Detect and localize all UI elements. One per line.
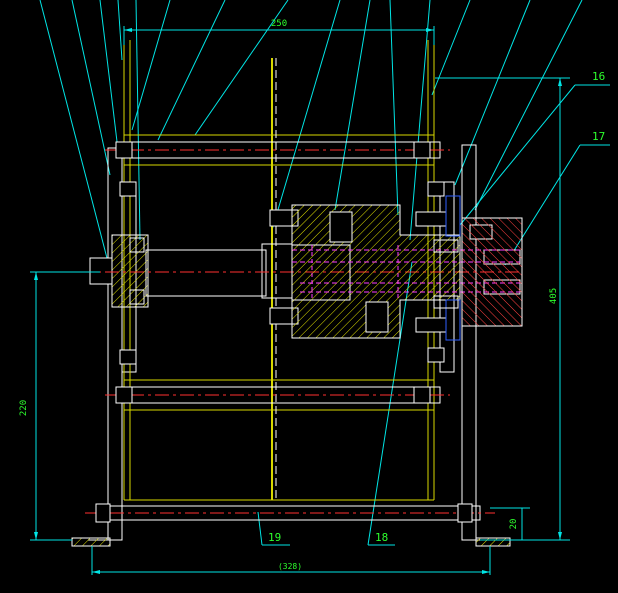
leader-lines-top xyxy=(39,0,583,263)
dimension-arrows xyxy=(34,28,562,574)
feet xyxy=(71,537,511,547)
dimension-lines xyxy=(30,26,570,575)
left-bearing-housing xyxy=(111,234,149,308)
dim-foot-height: 20 xyxy=(509,519,519,530)
dim-overall-height: 405 xyxy=(549,288,559,304)
balloon-17[interactable]: 17 xyxy=(592,130,605,143)
dim-top-width: 250 xyxy=(271,19,287,29)
central-hub xyxy=(291,204,520,339)
dim-base-width: (328) xyxy=(278,562,302,571)
right-coupling xyxy=(461,217,523,327)
balloon-19[interactable]: 19 xyxy=(268,531,281,544)
balloon-18[interactable]: 18 xyxy=(375,531,388,544)
balloon-16[interactable]: 16 xyxy=(592,70,605,83)
frame-plates xyxy=(88,144,496,541)
right-blue-flange xyxy=(433,195,461,341)
dim-shaft-height: 220 xyxy=(19,400,29,416)
